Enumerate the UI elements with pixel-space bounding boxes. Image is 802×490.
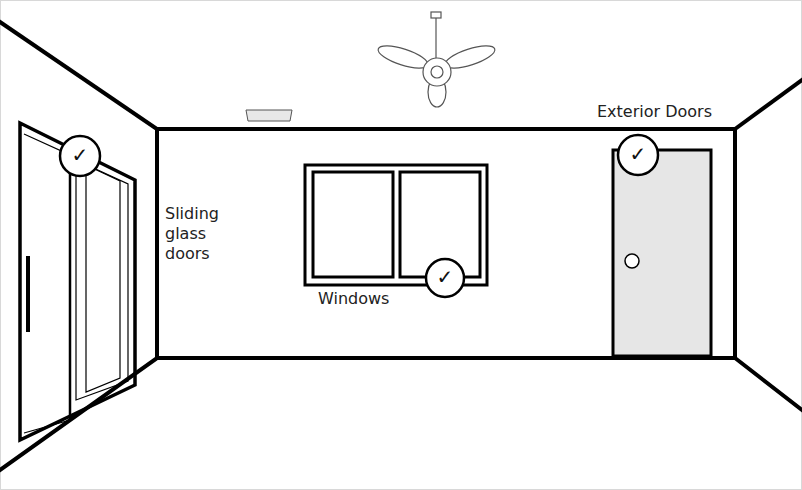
check-mark: ✓: [623, 142, 653, 166]
check-mark: ✓: [65, 143, 95, 167]
door-label: Exterior Doors: [597, 102, 737, 122]
window-label: Windows: [318, 289, 428, 309]
wall-label: Sliding glass doors: [165, 204, 231, 264]
check-mark: ✓: [430, 265, 460, 289]
